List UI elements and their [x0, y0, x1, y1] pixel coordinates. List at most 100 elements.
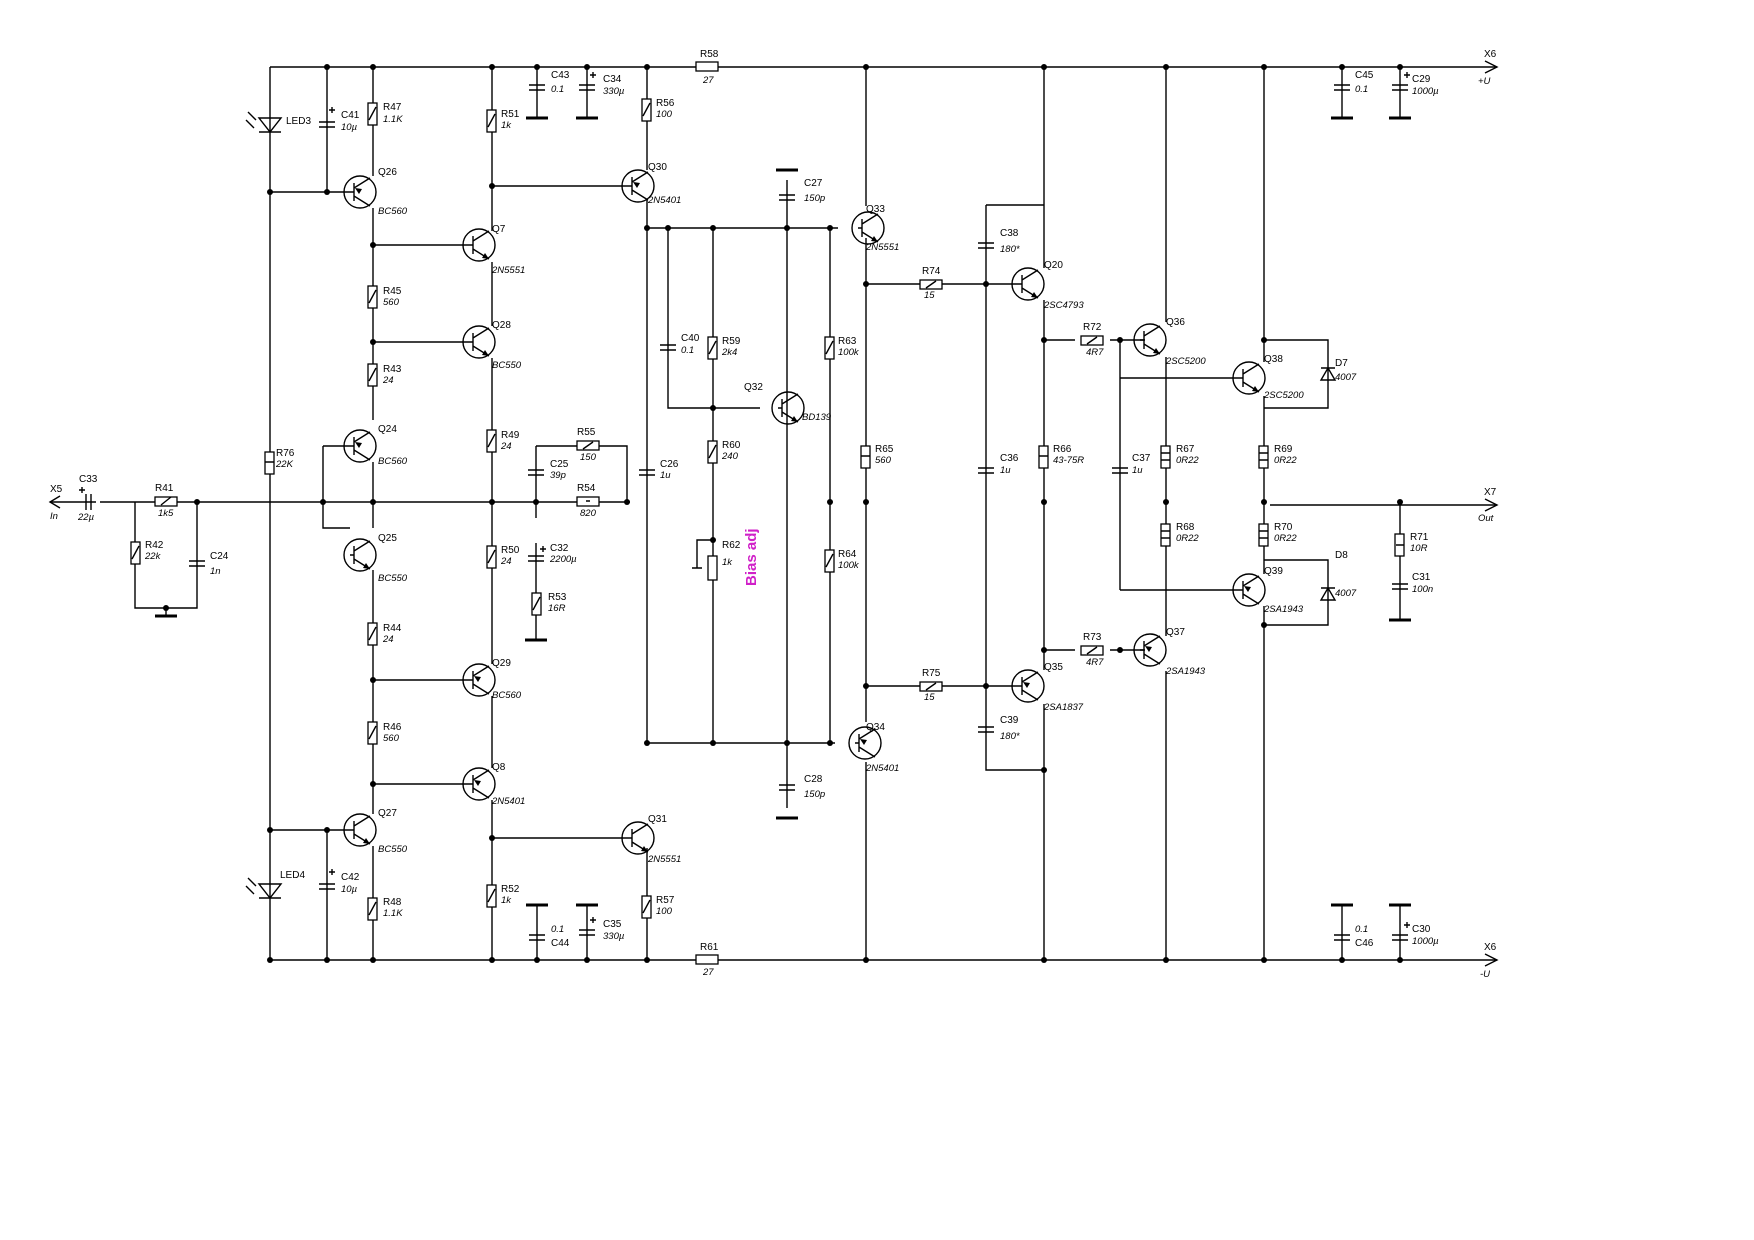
capacitor-value: 1u: [1132, 465, 1143, 476]
resistor-R61: [695, 954, 719, 965]
capacitor-value: 2200µ: [549, 554, 577, 565]
capacitor-value: 10µ: [341, 122, 358, 133]
transistors: Q72N5551Q82N5401Q24BC560Q25BC550Q26BC560…: [343, 162, 1304, 865]
resistor-ref: R47: [383, 102, 402, 113]
transistor-part: 2SA1943: [1263, 604, 1304, 615]
capacitor-C29: [1392, 84, 1408, 91]
resistor-value: 820: [580, 508, 597, 519]
capacitor-C38: [978, 242, 994, 249]
transistor-ref: Q31: [648, 814, 667, 825]
transistor-ref: Q38: [1264, 354, 1283, 365]
resistor-R67: [1160, 445, 1171, 469]
capacitor-ref: C39: [1000, 715, 1019, 726]
transistor-part: 2SC5200: [1263, 390, 1304, 401]
capacitor-ref: C40: [681, 333, 700, 344]
resistor-value: 1k: [501, 120, 512, 131]
resistor-ref: R59: [722, 336, 741, 347]
capacitor-label-C39: C39 180*: [1000, 715, 1020, 742]
capacitor-value: 330µ: [603, 931, 625, 942]
resistor-ref: R55: [577, 427, 596, 438]
transistor-Q39: Q39 2SA1943: [1232, 566, 1304, 615]
capacitor-C24: [189, 560, 205, 567]
transistor-ref: Q29: [492, 658, 511, 669]
connector-x6-bot-desc: -U: [1480, 969, 1490, 980]
capacitor-C33: [85, 494, 92, 510]
capacitor-value: 0.1: [551, 84, 564, 95]
capacitor-value: 180*: [1000, 731, 1020, 742]
capacitor-ref: C37: [1132, 453, 1151, 464]
resistor-ref: R69: [1274, 444, 1293, 455]
resistor-value: 1.1K: [383, 114, 403, 125]
resistor-R62: [707, 555, 718, 581]
resistor-value: 560: [875, 455, 892, 466]
resistor-ref: R65: [875, 444, 894, 455]
capacitor-ref: C27: [804, 178, 823, 189]
diode-D7: [1319, 366, 1337, 381]
capacitor-value: 150p: [804, 789, 825, 800]
resistor-R58: [695, 61, 719, 72]
transistor-Q31: Q31 2N5551: [621, 814, 681, 865]
resistor-value: 100: [656, 109, 673, 120]
resistor-ref: R42: [145, 540, 164, 551]
transistor-ref: Q20: [1044, 260, 1063, 271]
diode-label-LED3: LED3: [286, 116, 311, 127]
capacitor-ref: C35: [603, 919, 622, 930]
transistor-part: 2SA1837: [1043, 702, 1084, 713]
capacitor-C32: [528, 555, 544, 562]
transistor-part: 2SA1943: [1165, 666, 1206, 677]
diodes: [245, 111, 1337, 900]
resistor-ref: R53: [548, 592, 567, 603]
resistor-R69: [1258, 445, 1269, 469]
led-LED4: [245, 877, 283, 900]
capacitor-ref: C25: [550, 459, 569, 470]
resistor-value: 1k: [722, 557, 733, 568]
transistor-ref: Q27: [378, 808, 397, 819]
transistor-ref: Q8: [492, 762, 506, 773]
resistor-value: 560: [383, 733, 400, 744]
capacitor-ref: C26: [660, 459, 679, 470]
resistor-value: 15: [924, 290, 935, 301]
transistor-ref: Q39: [1264, 566, 1283, 577]
connector-x7-desc: Out: [1478, 513, 1494, 524]
resistor-R76: [264, 451, 275, 475]
capacitor-ref: C42: [341, 872, 360, 883]
capacitor-value: 22µ: [77, 512, 95, 523]
capacitor-C31: [1392, 583, 1408, 590]
capacitor-C37: [1112, 467, 1128, 474]
connector-x6-top-name: X6: [1484, 49, 1497, 60]
resistor-ref: R73: [1083, 632, 1102, 643]
transistor-ref: Q35: [1044, 662, 1063, 673]
capacitor-value: 0.1: [681, 345, 694, 356]
capacitor-C28: [779, 784, 795, 791]
wires: [48, 60, 1499, 967]
resistor-ref: R62: [722, 540, 741, 551]
transistor-part: 2N5551: [647, 854, 681, 865]
capacitor-C34: [579, 84, 595, 91]
